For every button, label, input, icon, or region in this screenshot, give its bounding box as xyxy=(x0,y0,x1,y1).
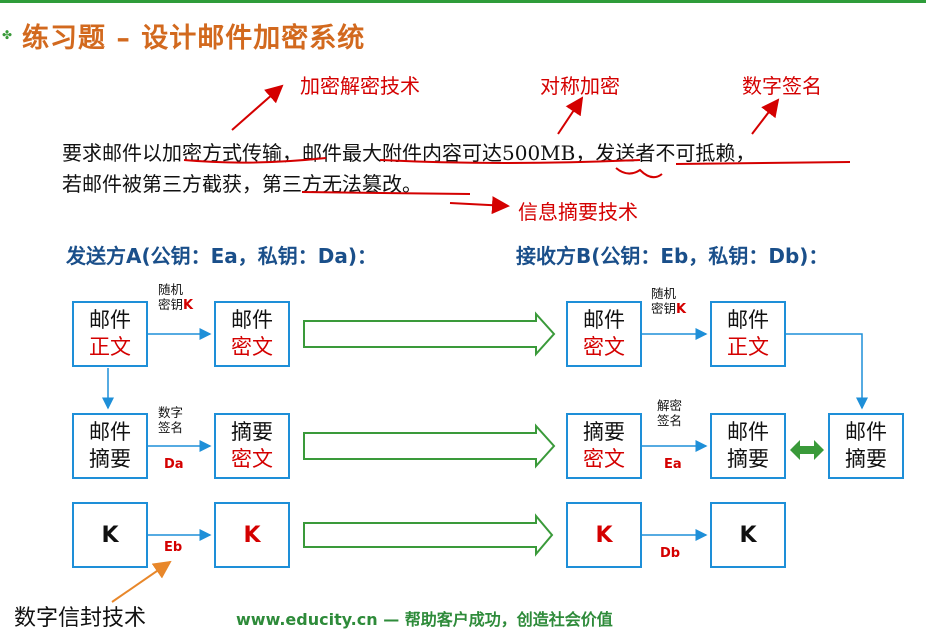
label-line: 随机 xyxy=(158,282,184,297)
box-line-2: 摘要 xyxy=(727,447,769,471)
compare-double-arrow xyxy=(790,440,824,460)
transfer-arrow-row2 xyxy=(303,423,556,469)
label-key-db: Db xyxy=(660,546,681,561)
annotation-arrow-encrypt xyxy=(231,84,284,131)
underline-encrypt-mode xyxy=(183,157,327,164)
label-sign-a: 数字 签名 xyxy=(158,405,183,435)
label-key: K xyxy=(676,302,687,317)
label-line: 签名 xyxy=(158,420,184,435)
underline-no-tamper xyxy=(301,191,471,195)
label-random-key-b: 随机 密钥K xyxy=(651,286,686,317)
annotation-envelope: 数字信封技术 xyxy=(14,606,147,631)
underline-squiggle xyxy=(615,167,663,179)
box-line-2: 密文 xyxy=(583,447,625,471)
box-line-1: 邮件 xyxy=(845,420,887,444)
label-decrypt-b: 解密 签名 xyxy=(657,398,682,428)
receiver-digest-box: 邮件 摘要 xyxy=(710,413,786,479)
annotation-arrow-digest xyxy=(449,196,510,215)
box-line-1: 邮件 xyxy=(89,308,131,332)
box-line-1: 邮件 xyxy=(583,308,625,332)
underline-attachment xyxy=(379,159,641,164)
annotation-signature: 数字签名 xyxy=(742,74,822,98)
receiver-digest-cipher-box: 摘要 密文 xyxy=(566,413,642,479)
arrow-plain-to-newdigest xyxy=(784,333,868,410)
receiver-encrypted-key-box: K xyxy=(566,502,642,568)
receiver-plaintext-box: 邮件 正文 xyxy=(710,301,786,367)
box-line-2: 密文 xyxy=(231,335,273,359)
top-divider xyxy=(0,0,926,3)
box-line-2: 密文 xyxy=(231,447,273,471)
box-line-2: 摘要 xyxy=(89,447,131,471)
transfer-arrow-row1 xyxy=(303,311,556,357)
label-line: 解密 xyxy=(657,398,683,413)
box-line-1: 摘要 xyxy=(231,420,273,444)
envelope-annotation-arrow xyxy=(111,560,172,603)
box-line-1: 邮件 xyxy=(89,420,131,444)
label-line: 数字 xyxy=(158,405,184,420)
label-line: 签名 xyxy=(657,413,683,428)
label-line: 随机 xyxy=(651,286,677,301)
label-line: 密钥 xyxy=(651,301,677,316)
receiver-ciphertext-box: 邮件 密文 xyxy=(566,301,642,367)
label-key-ea: Ea xyxy=(664,457,682,472)
receiver-computed-digest-box: 邮件 摘要 xyxy=(828,413,904,479)
transfer-arrow-row3 xyxy=(303,513,554,557)
footer-slogan: www.educity.cn — 帮助客户成功，创造社会价值 xyxy=(236,610,613,629)
box-line-2: 密文 xyxy=(583,335,625,359)
annotation-digest-tech: 信息摘要技术 xyxy=(518,200,638,224)
annotation-arrow-signature xyxy=(751,98,780,135)
box-line-1: 邮件 xyxy=(231,308,273,332)
box-line-1: 邮件 xyxy=(727,308,769,332)
label-random-key-a: 随机 密钥K xyxy=(158,282,193,313)
sender-encrypted-key-box: K xyxy=(214,502,290,568)
annotation-arrow-symmetric xyxy=(557,96,584,135)
sender-plaintext-box: 邮件 正文 xyxy=(72,301,148,367)
label-key: K xyxy=(183,298,194,313)
sender-digest-cipher-box: 摘要 密文 xyxy=(214,413,290,479)
receiver-key-box: K xyxy=(710,502,786,568)
receiver-header: 接收方B(公钥：Eb，私钥：Db)： xyxy=(516,244,829,268)
annotation-encrypt-tech: 加密解密技术 xyxy=(300,74,420,98)
box-line-2: 摘要 xyxy=(845,447,887,471)
underline-nonrepudiation xyxy=(675,161,851,165)
sender-digest-box: 邮件 摘要 xyxy=(72,413,148,479)
box-line-2: 正文 xyxy=(727,335,769,359)
label-key-eb: Eb xyxy=(164,540,183,555)
box-line-1: 摘要 xyxy=(583,420,625,444)
sender-key-box: K xyxy=(72,502,148,568)
annotation-symmetric: 对称加密 xyxy=(540,74,620,98)
sender-ciphertext-box: 邮件 密文 xyxy=(214,301,290,367)
sender-header: 发送方A(公钥：Ea，私钥：Da)： xyxy=(66,244,378,268)
box-line-2: 正文 xyxy=(89,335,131,359)
label-line: 密钥 xyxy=(158,297,184,312)
page-title: 练习题 – 设计邮件加密系统 xyxy=(22,23,366,54)
label-key-da: Da xyxy=(164,457,184,472)
box-line-1: 邮件 xyxy=(727,420,769,444)
bullet-icon: ✤ xyxy=(2,28,13,42)
